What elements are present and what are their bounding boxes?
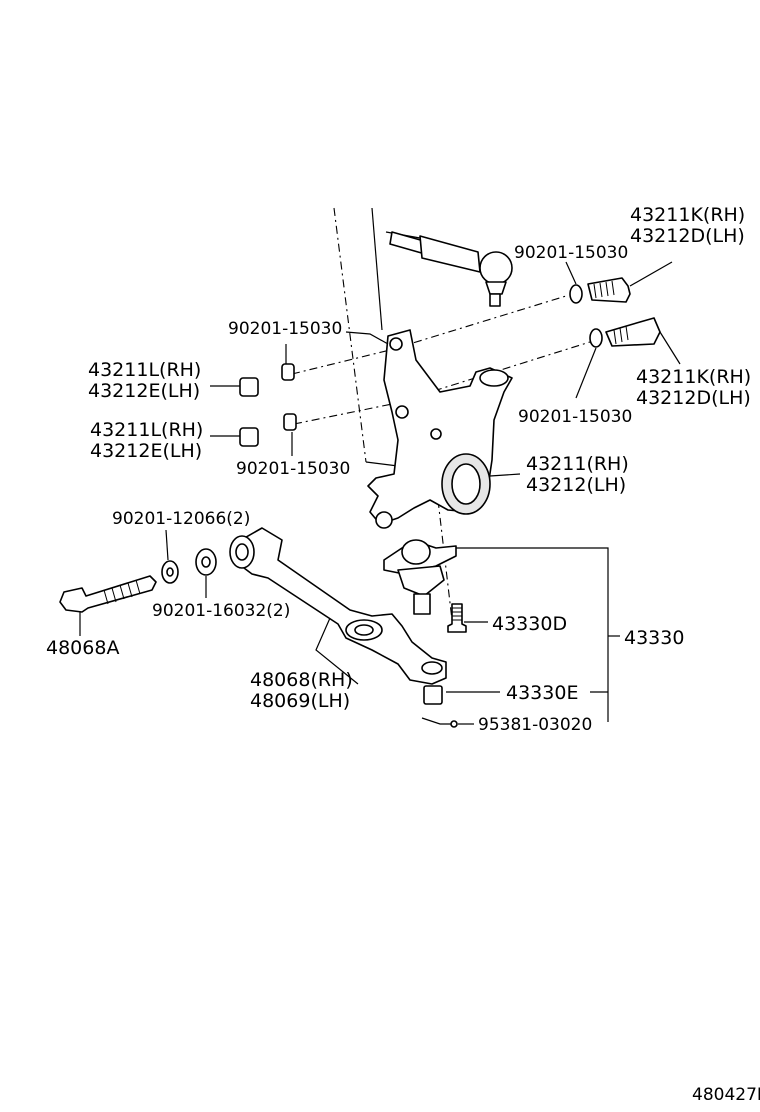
label-bolt-upper-rh: 43211K(RH): [630, 204, 745, 226]
label-washer-left-lower: 90201-15030: [236, 459, 350, 479]
label-bolt-lower-rh: 43211K(RH): [636, 366, 751, 388]
label-ball-joint-nut: 43330E: [506, 682, 578, 704]
label-cotter-pin: 95381-03020: [478, 715, 592, 735]
part-labels: 43211K(RH) 43212D(LH) 90201-15030 90201-…: [46, 204, 760, 1105]
label-washer-top: 90201-15030: [514, 243, 628, 263]
label-washer-arm-bolt: 90201-12066(2): [112, 509, 250, 529]
arm-bolt-washers: [59, 548, 217, 613]
leader-lines: [79, 261, 681, 725]
label-bolt-lower-lh: 43212D(LH): [636, 387, 751, 409]
tie-rod-end: [389, 231, 513, 307]
upper-bolt-washer: [569, 261, 673, 304]
label-ball-joint: 43330: [624, 627, 684, 649]
steering-knuckle: [367, 329, 513, 529]
label-washer-right-lower: 90201-15030: [518, 407, 632, 427]
ball-joint-bolt: [447, 603, 467, 633]
ball-joint: [383, 539, 457, 615]
label-nut-upper-rh: 43211L(RH): [88, 359, 201, 381]
label-knuckle-rh: 43211(RH): [526, 453, 629, 475]
lower-bolt-washer: [589, 317, 661, 348]
label-arm-lh: 48069(LH): [250, 690, 350, 712]
label-washer-left-upper: 90201-15030: [228, 319, 342, 339]
label-arm-rh: 48068(RH): [250, 669, 353, 691]
left-nuts-washers: [239, 363, 297, 447]
label-knuckle-lh: 43212(LH): [526, 474, 626, 496]
label-nut-lower-rh: 43211L(RH): [90, 419, 203, 441]
label-washer-arm-plate: 90201-16032(2): [152, 601, 290, 621]
label-nut-lower-lh: 43212E(LH): [90, 440, 202, 462]
lower-arm: [229, 527, 447, 685]
diagram-code: 480427B: [692, 1085, 760, 1105]
label-bolt-arm: 48068A: [46, 637, 119, 659]
label-nut-upper-lh: 43212E(LH): [88, 380, 200, 402]
label-ball-joint-bolt: 43330D: [492, 613, 567, 635]
label-bolt-upper-lh: 43212D(LH): [630, 225, 745, 247]
ball-joint-nut-pin: [421, 685, 458, 728]
